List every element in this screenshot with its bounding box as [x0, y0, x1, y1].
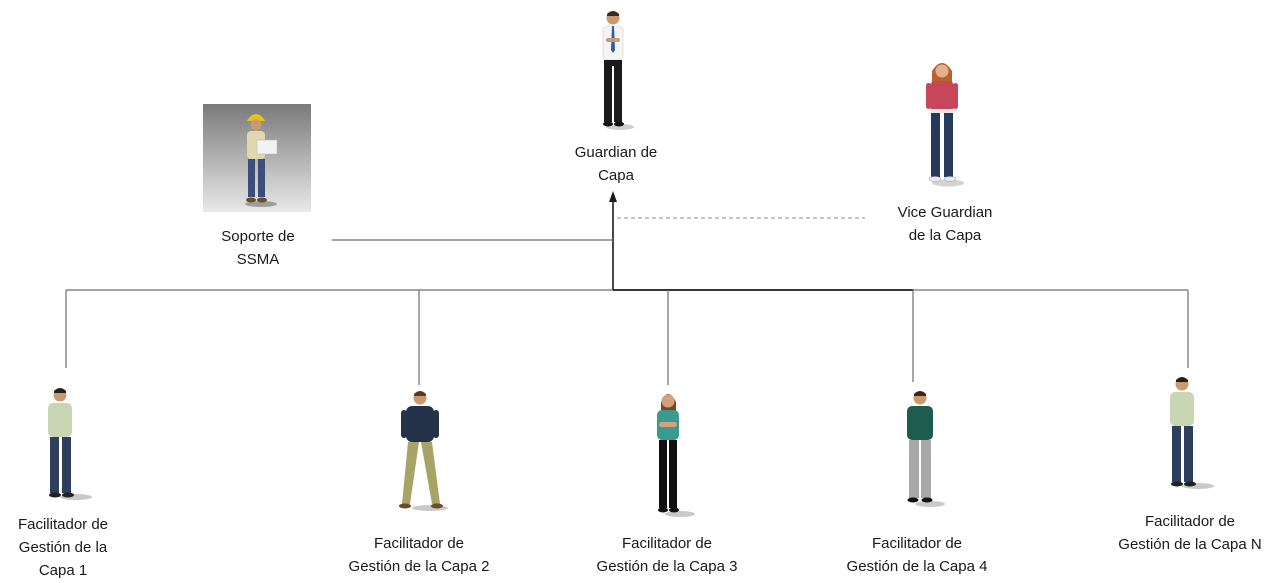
woman-red-top-figure [918, 57, 966, 189]
woman-teal-top-figure [648, 388, 696, 518]
construction-worker-figure [203, 104, 311, 212]
guardian-label: Guardian de Capa [574, 144, 658, 184]
facilitador-1-label: Facilitador de Gestión de la Capa 1 [17, 516, 109, 579]
vice-guardian-label: Vice Guardian de la Capa [897, 204, 993, 244]
facilitador-3-label: Facilitador de Gestión de la Capa 3 [596, 535, 738, 575]
man-tie-figure [590, 8, 636, 130]
facilitador-n-label: Facilitador de Gestión de la Capa N [1118, 513, 1262, 553]
soporte-label: Soporte de SSMA [221, 228, 295, 268]
man-light-shirt-figure [1160, 374, 1218, 490]
facilitador-4-label: Facilitador de Gestión de la Capa 4 [846, 535, 988, 575]
man-navy-shirt-figure [388, 388, 450, 513]
man-light-shirt-figure [38, 385, 96, 501]
arrowhead [609, 191, 617, 202]
facilitador-2-label: Facilitador de Gestión de la Capa 2 [348, 535, 490, 575]
man-green-sweater-figure [898, 388, 948, 508]
